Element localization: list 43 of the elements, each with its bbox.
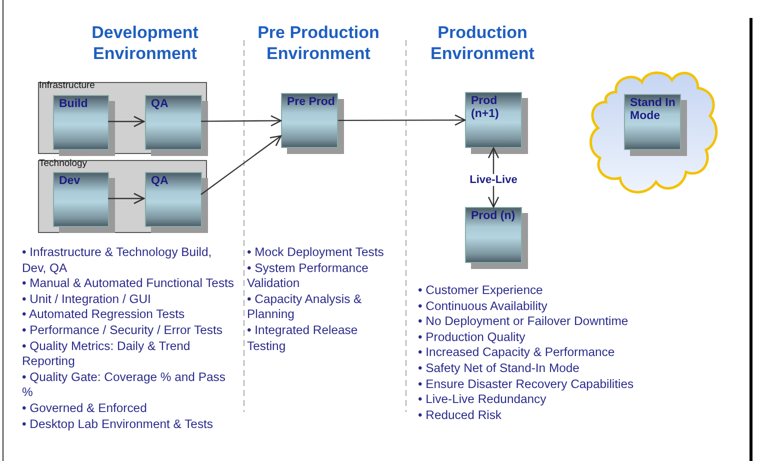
bullet-text: • Increased Capacity & Performance xyxy=(418,345,616,361)
bullet-text: • Integrated Release Testing xyxy=(247,322,359,354)
box-label: QA xyxy=(151,175,170,188)
bullet-text: • Mock Deployment Tests xyxy=(247,245,385,261)
bullet-text: • Continuous Availability xyxy=(418,298,548,314)
arrow xyxy=(200,135,282,195)
group-label: Infrastructure xyxy=(39,80,95,91)
edge-label: Live-Live xyxy=(468,174,518,186)
arrow xyxy=(201,115,282,126)
box-label: Prod (n) xyxy=(471,210,516,224)
box-label: Build xyxy=(59,98,89,112)
group-label: Technology xyxy=(39,158,88,169)
bullet-text: • Infrastructure & Technology Build, Dev, QA xyxy=(22,245,213,276)
bullet-text: • System Performance Validation xyxy=(247,260,370,292)
bullet-text: • Customer Experience xyxy=(418,283,544,299)
box-label: Prod (n+1) xyxy=(471,95,500,122)
group-panel xyxy=(38,82,207,154)
box-label: Stand In Mode xyxy=(630,97,676,124)
bullet-text: • Performance / Security / Error Tests xyxy=(22,322,224,339)
bullet-text: • Quality Gate: Coverage % and Pass % xyxy=(22,370,226,401)
box-label: Dev xyxy=(59,175,82,188)
column-heading: Pre Production Environment xyxy=(256,22,380,64)
bullet-text: • Safety Net of Stand-In Mode xyxy=(418,360,580,377)
bullet-text: • Live-Live Redundancy xyxy=(418,392,548,408)
bullet-text: • Reduced Risk xyxy=(418,408,503,424)
bullet-text: • Quality Metrics: Daily & Trend Reporting xyxy=(22,338,192,370)
bullet-text: • Capacity Analysis & Planning xyxy=(247,292,363,323)
bullet-text: • Automated Regression Tests xyxy=(22,307,186,323)
box-label: Pre Prod xyxy=(287,96,335,110)
arrow xyxy=(108,192,145,204)
bullet-text: • Manual & Automated Functional Tests xyxy=(22,276,236,292)
bullet-text: • Desktop Lab Environment & Tests xyxy=(22,416,214,432)
bullet-text: • Production Quality xyxy=(418,330,526,346)
arrow xyxy=(108,116,145,128)
bullet-text: • Unit / Integration / GUI xyxy=(22,292,152,308)
bullet-text: • Ensure Disaster Recovery Capabilities xyxy=(418,376,635,392)
group-panel xyxy=(38,160,207,233)
column-heading: Development Environment xyxy=(90,22,200,64)
column-heading: Production Environment xyxy=(430,22,536,64)
bullet-text: • No Deployment or Failover Downtime xyxy=(418,314,630,330)
arrow xyxy=(338,114,466,126)
bullet-text: • Governed & Enforced xyxy=(22,400,148,417)
box-label: QA xyxy=(151,98,170,112)
